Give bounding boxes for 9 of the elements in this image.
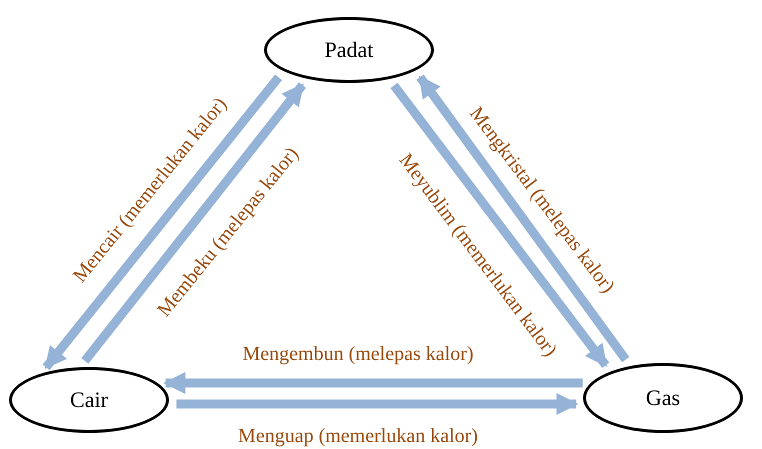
- edge-label: Menguap (memerlukan kalor): [238, 426, 478, 446]
- arrow: [416, 74, 630, 362]
- state-label: Padat: [324, 37, 374, 63]
- arrow: [163, 372, 583, 394]
- arrow: [176, 393, 578, 415]
- edge-label: Mengembun (melepas kalor): [242, 344, 474, 364]
- arrow: [390, 82, 610, 368]
- state-label: Gas: [646, 385, 680, 411]
- state-label: Cair: [70, 387, 108, 413]
